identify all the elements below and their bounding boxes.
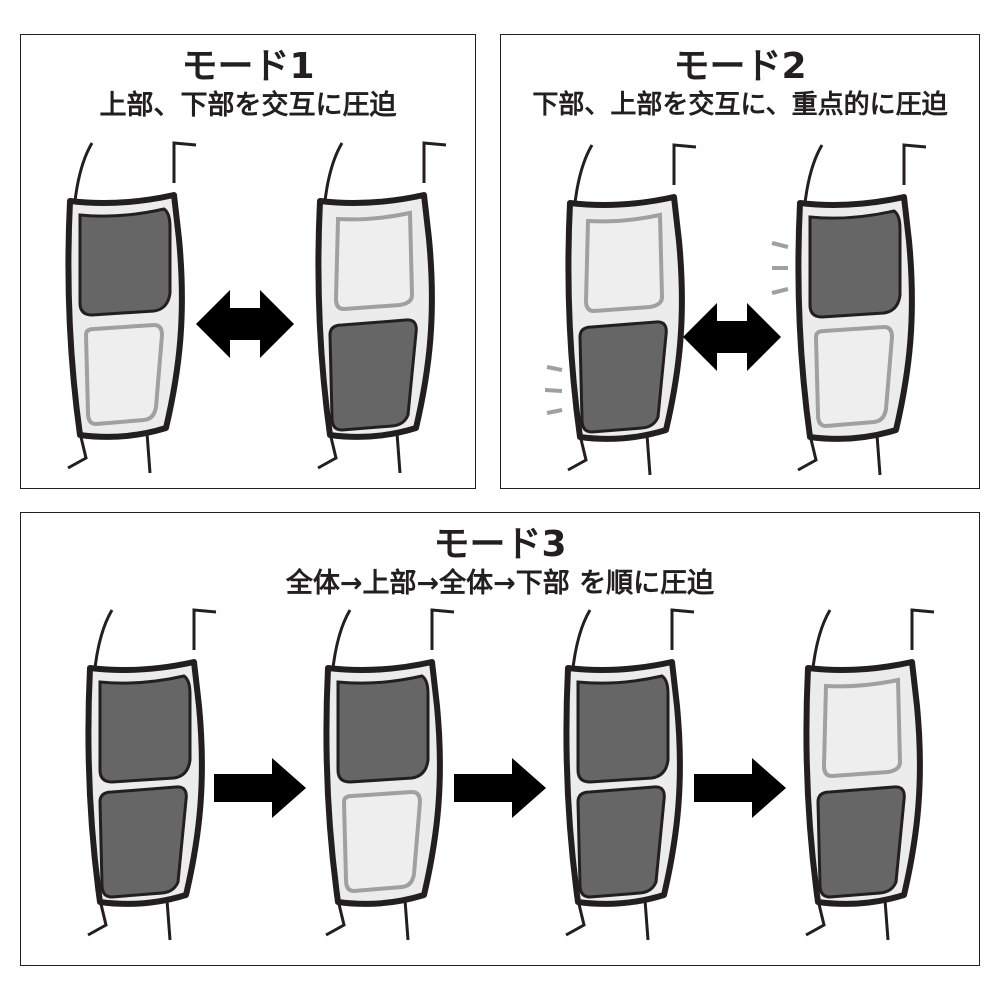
mode2-title: モード2 bbox=[673, 46, 807, 87]
mode3-leg-2 bbox=[326, 610, 454, 940]
mode3-leg-1 bbox=[88, 610, 216, 940]
left-right-arrow-icon bbox=[196, 290, 294, 358]
mode2-description: 下部、上部を交互に、重点的に圧迫 bbox=[532, 90, 948, 120]
mode1-leg-right bbox=[318, 143, 446, 473]
vibration-lines-icon bbox=[771, 241, 789, 295]
mode2-leg-right bbox=[798, 145, 926, 475]
right-arrow-icon bbox=[454, 758, 546, 818]
right-arrow-icon bbox=[214, 758, 306, 818]
mode3-leg-4 bbox=[806, 610, 934, 940]
mode1-title: モード1 bbox=[181, 46, 315, 87]
mode1-description: 上部、下部を交互に圧迫 bbox=[99, 90, 397, 121]
mode1-leg-left bbox=[68, 143, 196, 473]
right-arrow-icon bbox=[694, 758, 786, 818]
vibration-lines-icon bbox=[544, 365, 563, 415]
mode3-description: 全体→上部→全体→下部 を順に圧迫 bbox=[285, 568, 715, 599]
mode2-leg-left bbox=[568, 145, 696, 475]
mode3-leg-3 bbox=[566, 610, 694, 940]
left-right-arrow-icon bbox=[683, 303, 781, 371]
mode3-title: モード3 bbox=[433, 524, 567, 565]
